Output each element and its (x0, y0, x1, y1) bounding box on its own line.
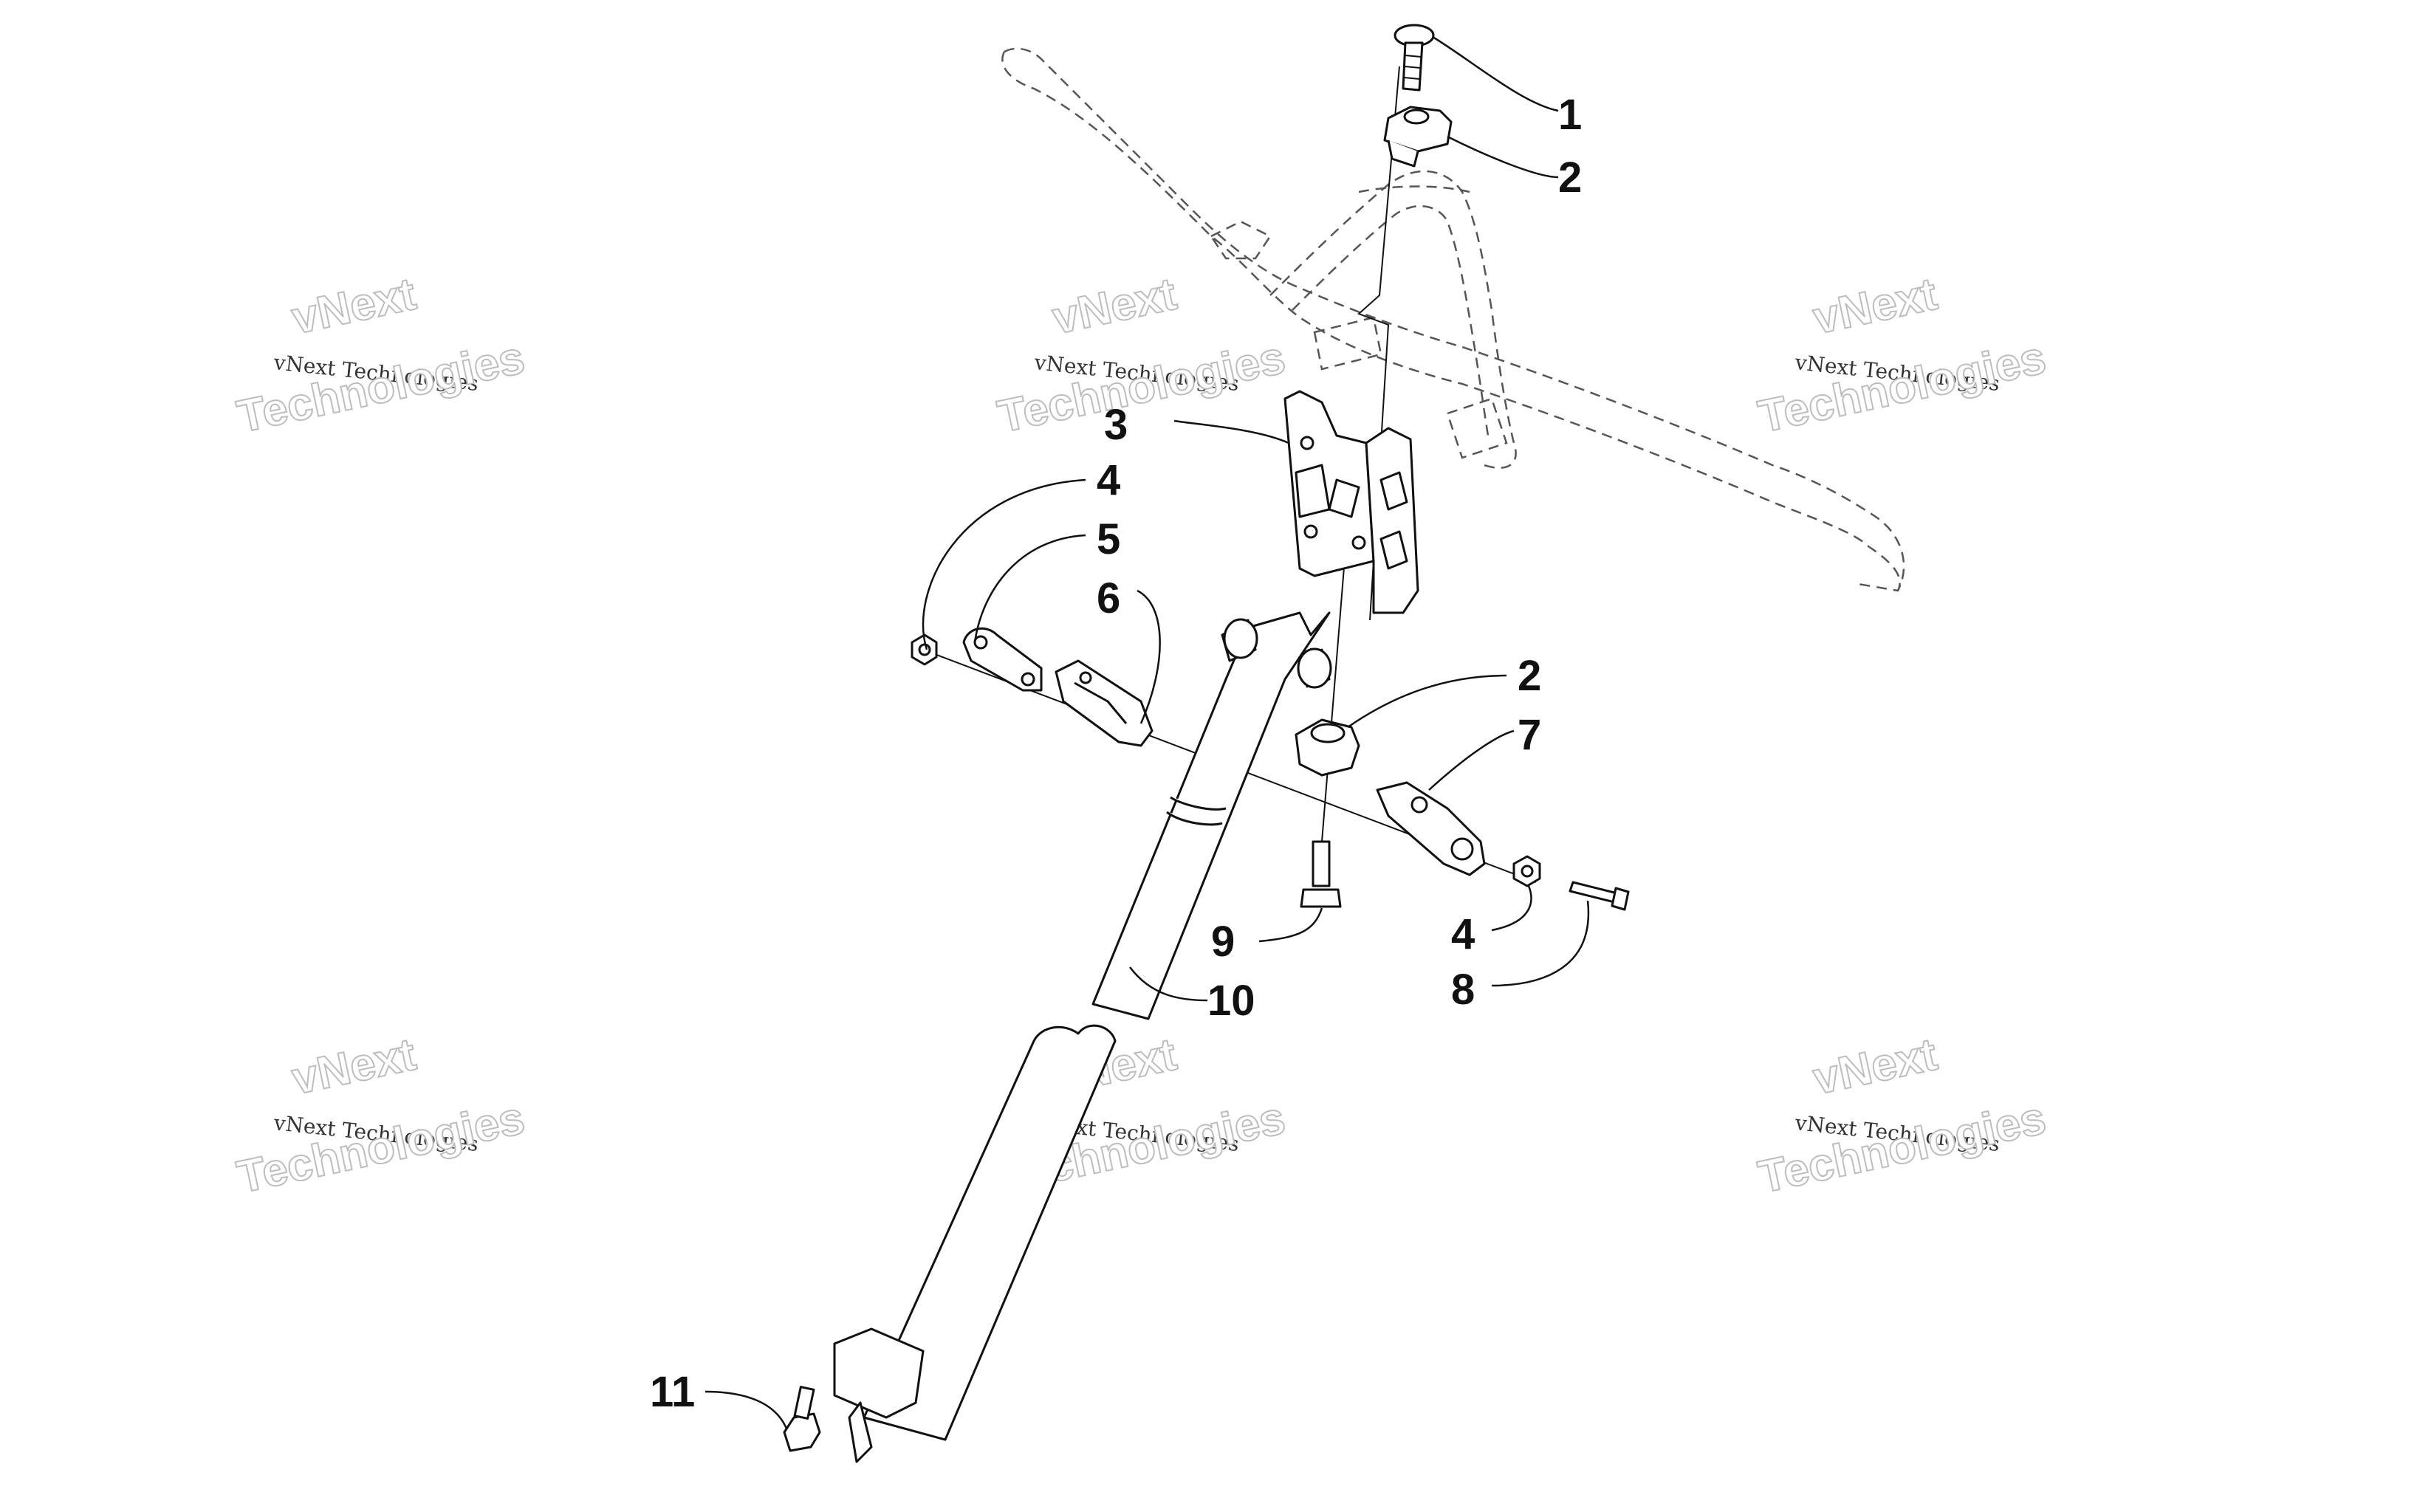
callout-7: 7 (1518, 711, 1541, 759)
watermark-big-2: Technologies (1754, 332, 2050, 443)
watermark-big-1: vNext (1048, 269, 1181, 345)
part-3-riser-block (1283, 390, 1419, 614)
callout-8: 8 (1451, 966, 1475, 1014)
callout-2-lower: 2 (1518, 652, 1541, 700)
callout-10: 10 (1207, 977, 1255, 1025)
watermark-big-2: Technologies (233, 332, 529, 443)
watermark-big-1: vNext (1809, 269, 1941, 345)
callout-4-right: 4 (1451, 910, 1475, 958)
callout-4-left: 4 (1097, 456, 1120, 504)
watermark-big-1: vNext (1809, 1029, 1941, 1105)
part-11-bolt (783, 1386, 821, 1452)
handlebar-phantom (1001, 47, 1905, 592)
callout-labels: 1 2 3 4 5 6 2 7 9 4 10 8 11 (650, 91, 1582, 1416)
part-2-clamp-top (1383, 106, 1453, 168)
leader-lines (705, 35, 1590, 1429)
callout-3: 3 (1104, 401, 1128, 449)
part-10-steering-post (833, 611, 1332, 1463)
assembly-axis-upper (1357, 66, 1400, 621)
callout-11: 11 (650, 1368, 695, 1416)
part-7-bracket (1376, 781, 1486, 876)
watermark-big-2: Technologies (233, 1093, 529, 1203)
callout-6: 6 (1097, 574, 1120, 622)
watermark-big-2: Technologies (993, 332, 1289, 443)
callout-5: 5 (1097, 515, 1120, 563)
callout-9: 9 (1211, 918, 1235, 966)
part-4-nut-right (1512, 855, 1541, 887)
part-9-bolt (1300, 840, 1342, 908)
part-1-bolt (1394, 24, 1435, 92)
watermark-top-left: vNext vNext Technologies Technologies (232, 268, 529, 444)
watermark-bottom-right: vNext vNext Technologies Technologies (1753, 1028, 2051, 1204)
watermark-big-2: Technologies (1754, 1093, 2050, 1203)
callout-1: 1 (1558, 91, 1582, 139)
watermark-top-right: vNext vNext Technologies Technologies (1753, 268, 2051, 444)
callout-2-top: 2 (1558, 154, 1582, 202)
watermark-big-1: vNext (287, 1029, 420, 1105)
part-6-mount (1055, 659, 1154, 747)
watermark-bottom-left: vNext vNext Technologies Technologies (232, 1028, 529, 1204)
watermark-top-center: vNext vNext Technologies Technologies (993, 268, 1290, 444)
part-2-clamp-lower (1295, 718, 1360, 777)
watermark-big-1: vNext (287, 269, 420, 345)
part-8-bolt (1569, 881, 1630, 911)
